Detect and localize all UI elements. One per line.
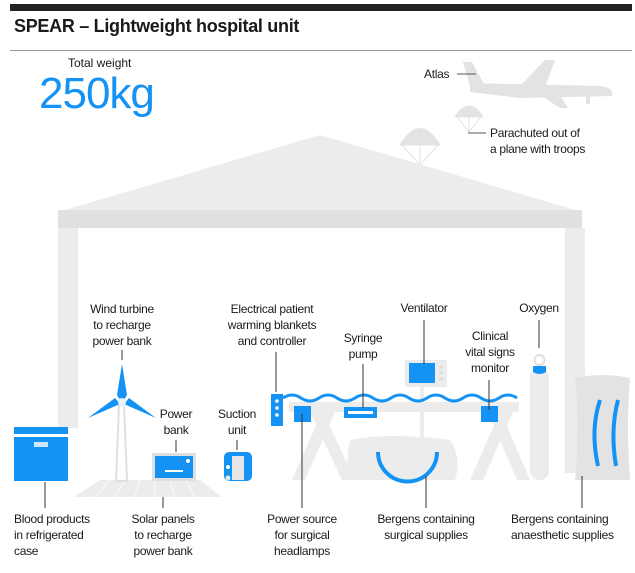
total-weight-value: 250kg (39, 69, 155, 118)
syringe-pump-icon (344, 407, 377, 418)
label-suction-unit: Suction unit (218, 407, 256, 437)
label-atlas: Atlas (424, 67, 450, 81)
shelter-structure (58, 135, 585, 473)
title-divider (10, 50, 632, 51)
label-warming-blankets: Electrical patient warming blankets and … (227, 302, 317, 348)
warming-blanket-icon (271, 393, 518, 426)
top-rule (10, 4, 632, 11)
atlas-plane-icon (463, 60, 613, 108)
ventilator-icon (405, 360, 447, 387)
parachute-icon-large (399, 128, 441, 166)
parachute-icon-small (454, 105, 484, 133)
label-ventilator: Ventilator (400, 301, 448, 315)
label-wind-turbine: Wind turbine to recharge power bank (90, 302, 154, 348)
label-power-source: Power source for surgical headlamps (267, 512, 337, 558)
page-title: SPEAR – Lightweight hospital unit (14, 16, 300, 36)
label-bergens-anaesthetic: Bergens containing anaesthetic supplies (511, 512, 614, 542)
label-syringe-pump: Syringe pump (343, 331, 383, 361)
label-bergens-surgical: Bergens containing surgical supplies (377, 512, 475, 542)
bergens-surgical-icon (347, 436, 458, 484)
label-solar-panels: Solar panels to recharge power bank (131, 512, 195, 558)
total-weight-label: Total weight (68, 56, 132, 70)
operating-table (289, 385, 530, 480)
vital-signs-monitor-icon (481, 406, 498, 422)
solar-panels-icon (74, 479, 222, 498)
refrigerated-case-icon (14, 427, 68, 481)
wind-turbine-icon (88, 364, 156, 482)
label-power-bank: Power bank (159, 407, 193, 437)
label-parachuted: Parachuted out of a plane with troops (490, 126, 586, 156)
label-blood-products: Blood products in refrigerated case (14, 512, 90, 558)
bergens-anaesthetic-icon (575, 375, 630, 480)
power-bank-icon (152, 453, 196, 481)
label-oxygen: Oxygen (519, 301, 559, 315)
suction-unit-icon (224, 452, 252, 481)
label-vital-signs: Clinical vital signs monitor (465, 329, 515, 375)
oxygen-cylinder-icon (530, 354, 549, 480)
